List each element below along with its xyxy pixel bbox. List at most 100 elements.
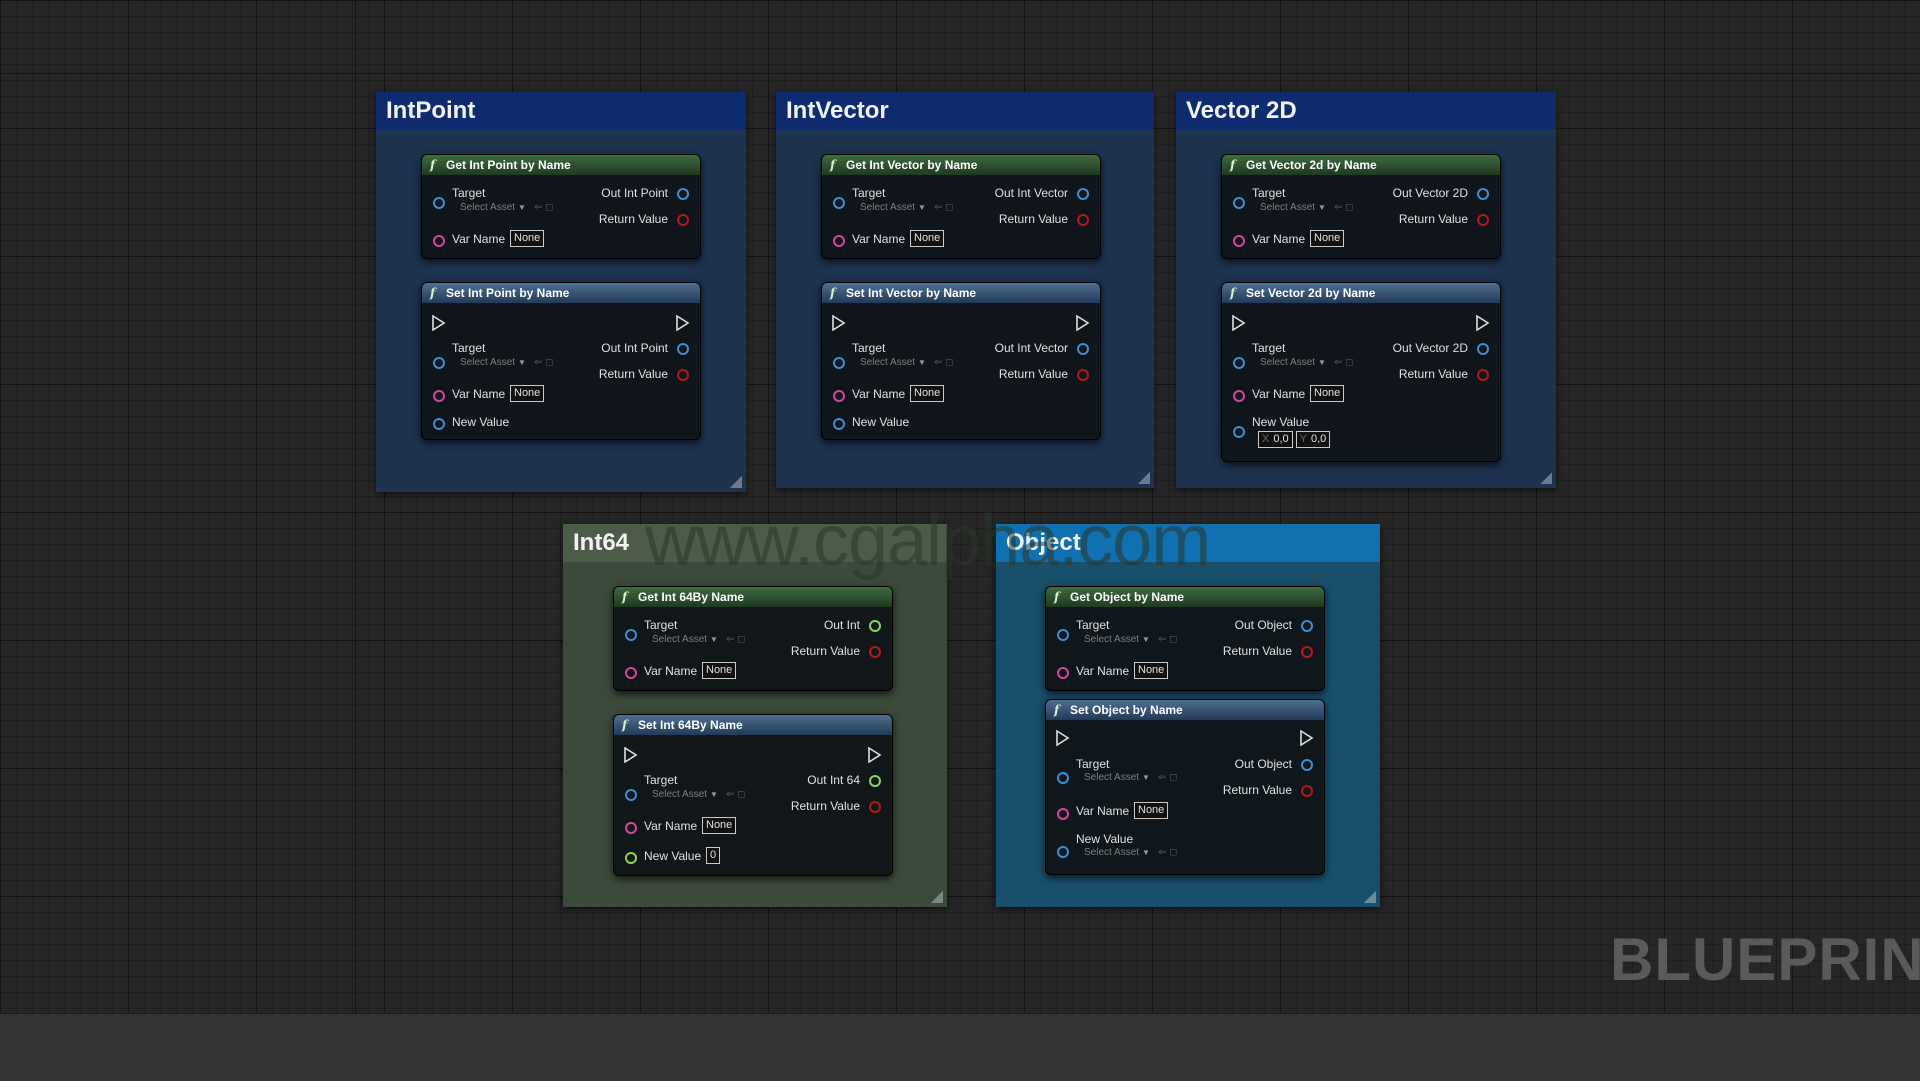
select-asset-dropdown[interactable]: Select Asset▼⇐ ◻ — [860, 202, 953, 213]
browse-icons[interactable]: ⇐ ◻ — [934, 202, 953, 213]
comment-title[interactable]: Vector 2D — [1176, 92, 1556, 130]
var-name-field[interactable]: None — [1310, 385, 1344, 402]
select-asset-dropdown[interactable]: Select Asset▼⇐ ◻ — [1084, 634, 1177, 645]
var-name-pin[interactable] — [625, 667, 637, 679]
out-pin[interactable] — [1477, 343, 1489, 355]
browse-icons[interactable]: ⇐ ◻ — [1158, 634, 1177, 645]
var-name-pin[interactable] — [1233, 235, 1245, 247]
var-name-field[interactable]: None — [1134, 662, 1168, 679]
var-name-field[interactable]: None — [702, 662, 736, 679]
out-pin[interactable] — [1477, 188, 1489, 200]
node-title[interactable]: fGet Int 64By Name — [614, 587, 892, 607]
return-value-pin[interactable] — [1077, 369, 1089, 381]
var-name-pin[interactable] — [625, 822, 637, 834]
out-pin[interactable] — [1301, 759, 1313, 771]
target-pin[interactable] — [1233, 357, 1245, 369]
resize-handle[interactable] — [931, 891, 943, 903]
var-name-field[interactable]: None — [1134, 802, 1168, 819]
node-get-int-point[interactable]: fGet Int Point by Name Target Select Ass… — [421, 154, 701, 259]
node-title[interactable]: fSet Int 64By Name — [614, 715, 892, 735]
new-value-pin[interactable] — [1057, 846, 1069, 858]
out-pin[interactable] — [1077, 343, 1089, 355]
return-value-pin[interactable] — [1077, 214, 1089, 226]
browse-icons[interactable]: ⇐ ◻ — [534, 202, 553, 213]
new-value-field[interactable]: 0 — [706, 847, 720, 864]
browse-icons[interactable]: ⇐ ◻ — [1158, 772, 1177, 783]
var-name-field[interactable]: None — [702, 817, 736, 834]
new-value-pin[interactable] — [833, 418, 845, 430]
comment-title[interactable]: Int64 — [563, 524, 947, 562]
browse-icons[interactable]: ⇐ ◻ — [534, 357, 553, 368]
node-title[interactable]: fGet Object by Name — [1046, 587, 1324, 607]
return-value-pin[interactable] — [677, 369, 689, 381]
out-pin[interactable] — [1077, 188, 1089, 200]
select-asset-dropdown[interactable]: Select Asset▼⇐ ◻ — [1260, 357, 1353, 368]
y-field[interactable]: Y0,0 — [1296, 431, 1331, 448]
return-value-pin[interactable] — [869, 801, 881, 813]
node-title[interactable]: fGet Int Point by Name — [422, 155, 700, 175]
var-name-pin[interactable] — [833, 390, 845, 402]
comment-title[interactable]: IntPoint — [376, 92, 746, 130]
select-asset-dropdown[interactable]: Select Asset▼⇐ ◻ — [860, 357, 953, 368]
select-asset-dropdown[interactable]: Select Asset▼⇐ ◻ — [460, 202, 553, 213]
out-pin[interactable] — [869, 620, 881, 632]
browse-icons[interactable]: ⇐ ◻ — [934, 357, 953, 368]
x-field[interactable]: X0,0 — [1258, 431, 1293, 448]
var-name-pin[interactable] — [1057, 667, 1069, 679]
node-set-int-vector[interactable]: fSet Int Vector by Name Target Select As… — [821, 282, 1101, 440]
var-name-field[interactable]: None — [510, 230, 544, 247]
var-name-pin[interactable] — [1057, 808, 1069, 820]
browse-icons[interactable]: ⇐ ◻ — [726, 634, 745, 645]
node-get-vector-2d[interactable]: fGet Vector 2d by Name Target Select Ass… — [1221, 154, 1501, 259]
node-title[interactable]: fSet Int Vector by Name — [822, 283, 1100, 303]
return-value-pin[interactable] — [677, 214, 689, 226]
select-asset-dropdown[interactable]: Select Asset▼⇐ ◻ — [460, 357, 553, 368]
node-set-int64[interactable]: fSet Int 64By Name Target Select Asset▼⇐… — [613, 714, 893, 876]
target-pin[interactable] — [1057, 772, 1069, 784]
target-pin[interactable] — [1233, 197, 1245, 209]
target-pin[interactable] — [625, 629, 637, 641]
new-value-select-asset-dropdown[interactable]: Select Asset▼⇐ ◻ — [1084, 847, 1177, 858]
return-value-pin[interactable] — [1477, 214, 1489, 226]
out-pin[interactable] — [1301, 620, 1313, 632]
var-name-field[interactable]: None — [910, 230, 944, 247]
return-value-pin[interactable] — [869, 646, 881, 658]
var-name-pin[interactable] — [433, 235, 445, 247]
browse-icons[interactable]: ⇐ ◻ — [726, 789, 745, 800]
var-name-pin[interactable] — [1233, 390, 1245, 402]
target-pin[interactable] — [433, 357, 445, 369]
node-set-int-point[interactable]: fSet Int Point by Name Target Select Ass… — [421, 282, 701, 440]
select-asset-dropdown[interactable]: Select Asset▼⇐ ◻ — [652, 789, 745, 800]
resize-handle[interactable] — [1540, 472, 1552, 484]
new-value-pin[interactable] — [433, 418, 445, 430]
target-pin[interactable] — [1057, 629, 1069, 641]
node-title[interactable]: fGet Int Vector by Name — [822, 155, 1100, 175]
var-name-field[interactable]: None — [1310, 230, 1344, 247]
select-asset-dropdown[interactable]: Select Asset▼⇐ ◻ — [652, 634, 745, 645]
node-title[interactable]: fSet Vector 2d by Name — [1222, 283, 1500, 303]
node-set-vector-2d[interactable]: fSet Vector 2d by Name Target Select Ass… — [1221, 282, 1501, 462]
node-title[interactable]: fGet Vector 2d by Name — [1222, 155, 1500, 175]
out-pin[interactable] — [677, 343, 689, 355]
new-value-pin[interactable] — [1233, 426, 1245, 438]
return-value-pin[interactable] — [1477, 369, 1489, 381]
new-value-pin[interactable] — [625, 852, 637, 864]
comment-title[interactable]: Object — [996, 524, 1380, 562]
select-asset-dropdown[interactable]: Select Asset▼⇐ ◻ — [1084, 772, 1177, 783]
node-set-object[interactable]: fSet Object by Name Target Select Asset▼… — [1045, 699, 1325, 875]
node-get-int-vector[interactable]: fGet Int Vector by Name Target Select As… — [821, 154, 1101, 259]
var-name-field[interactable]: None — [510, 385, 544, 402]
return-value-pin[interactable] — [1301, 646, 1313, 658]
resize-handle[interactable] — [1138, 472, 1150, 484]
node-title[interactable]: fSet Int Point by Name — [422, 283, 700, 303]
node-title[interactable]: fSet Object by Name — [1046, 700, 1324, 720]
target-pin[interactable] — [433, 197, 445, 209]
return-value-pin[interactable] — [1301, 785, 1313, 797]
target-pin[interactable] — [833, 197, 845, 209]
node-get-int64[interactable]: fGet Int 64By Name Target Select Asset▼⇐… — [613, 586, 893, 691]
out-pin[interactable] — [869, 775, 881, 787]
var-name-pin[interactable] — [433, 390, 445, 402]
browse-icons[interactable]: ⇐ ◻ — [1334, 357, 1353, 368]
browse-icons[interactable]: ⇐ ◻ — [1158, 847, 1177, 858]
target-pin[interactable] — [833, 357, 845, 369]
